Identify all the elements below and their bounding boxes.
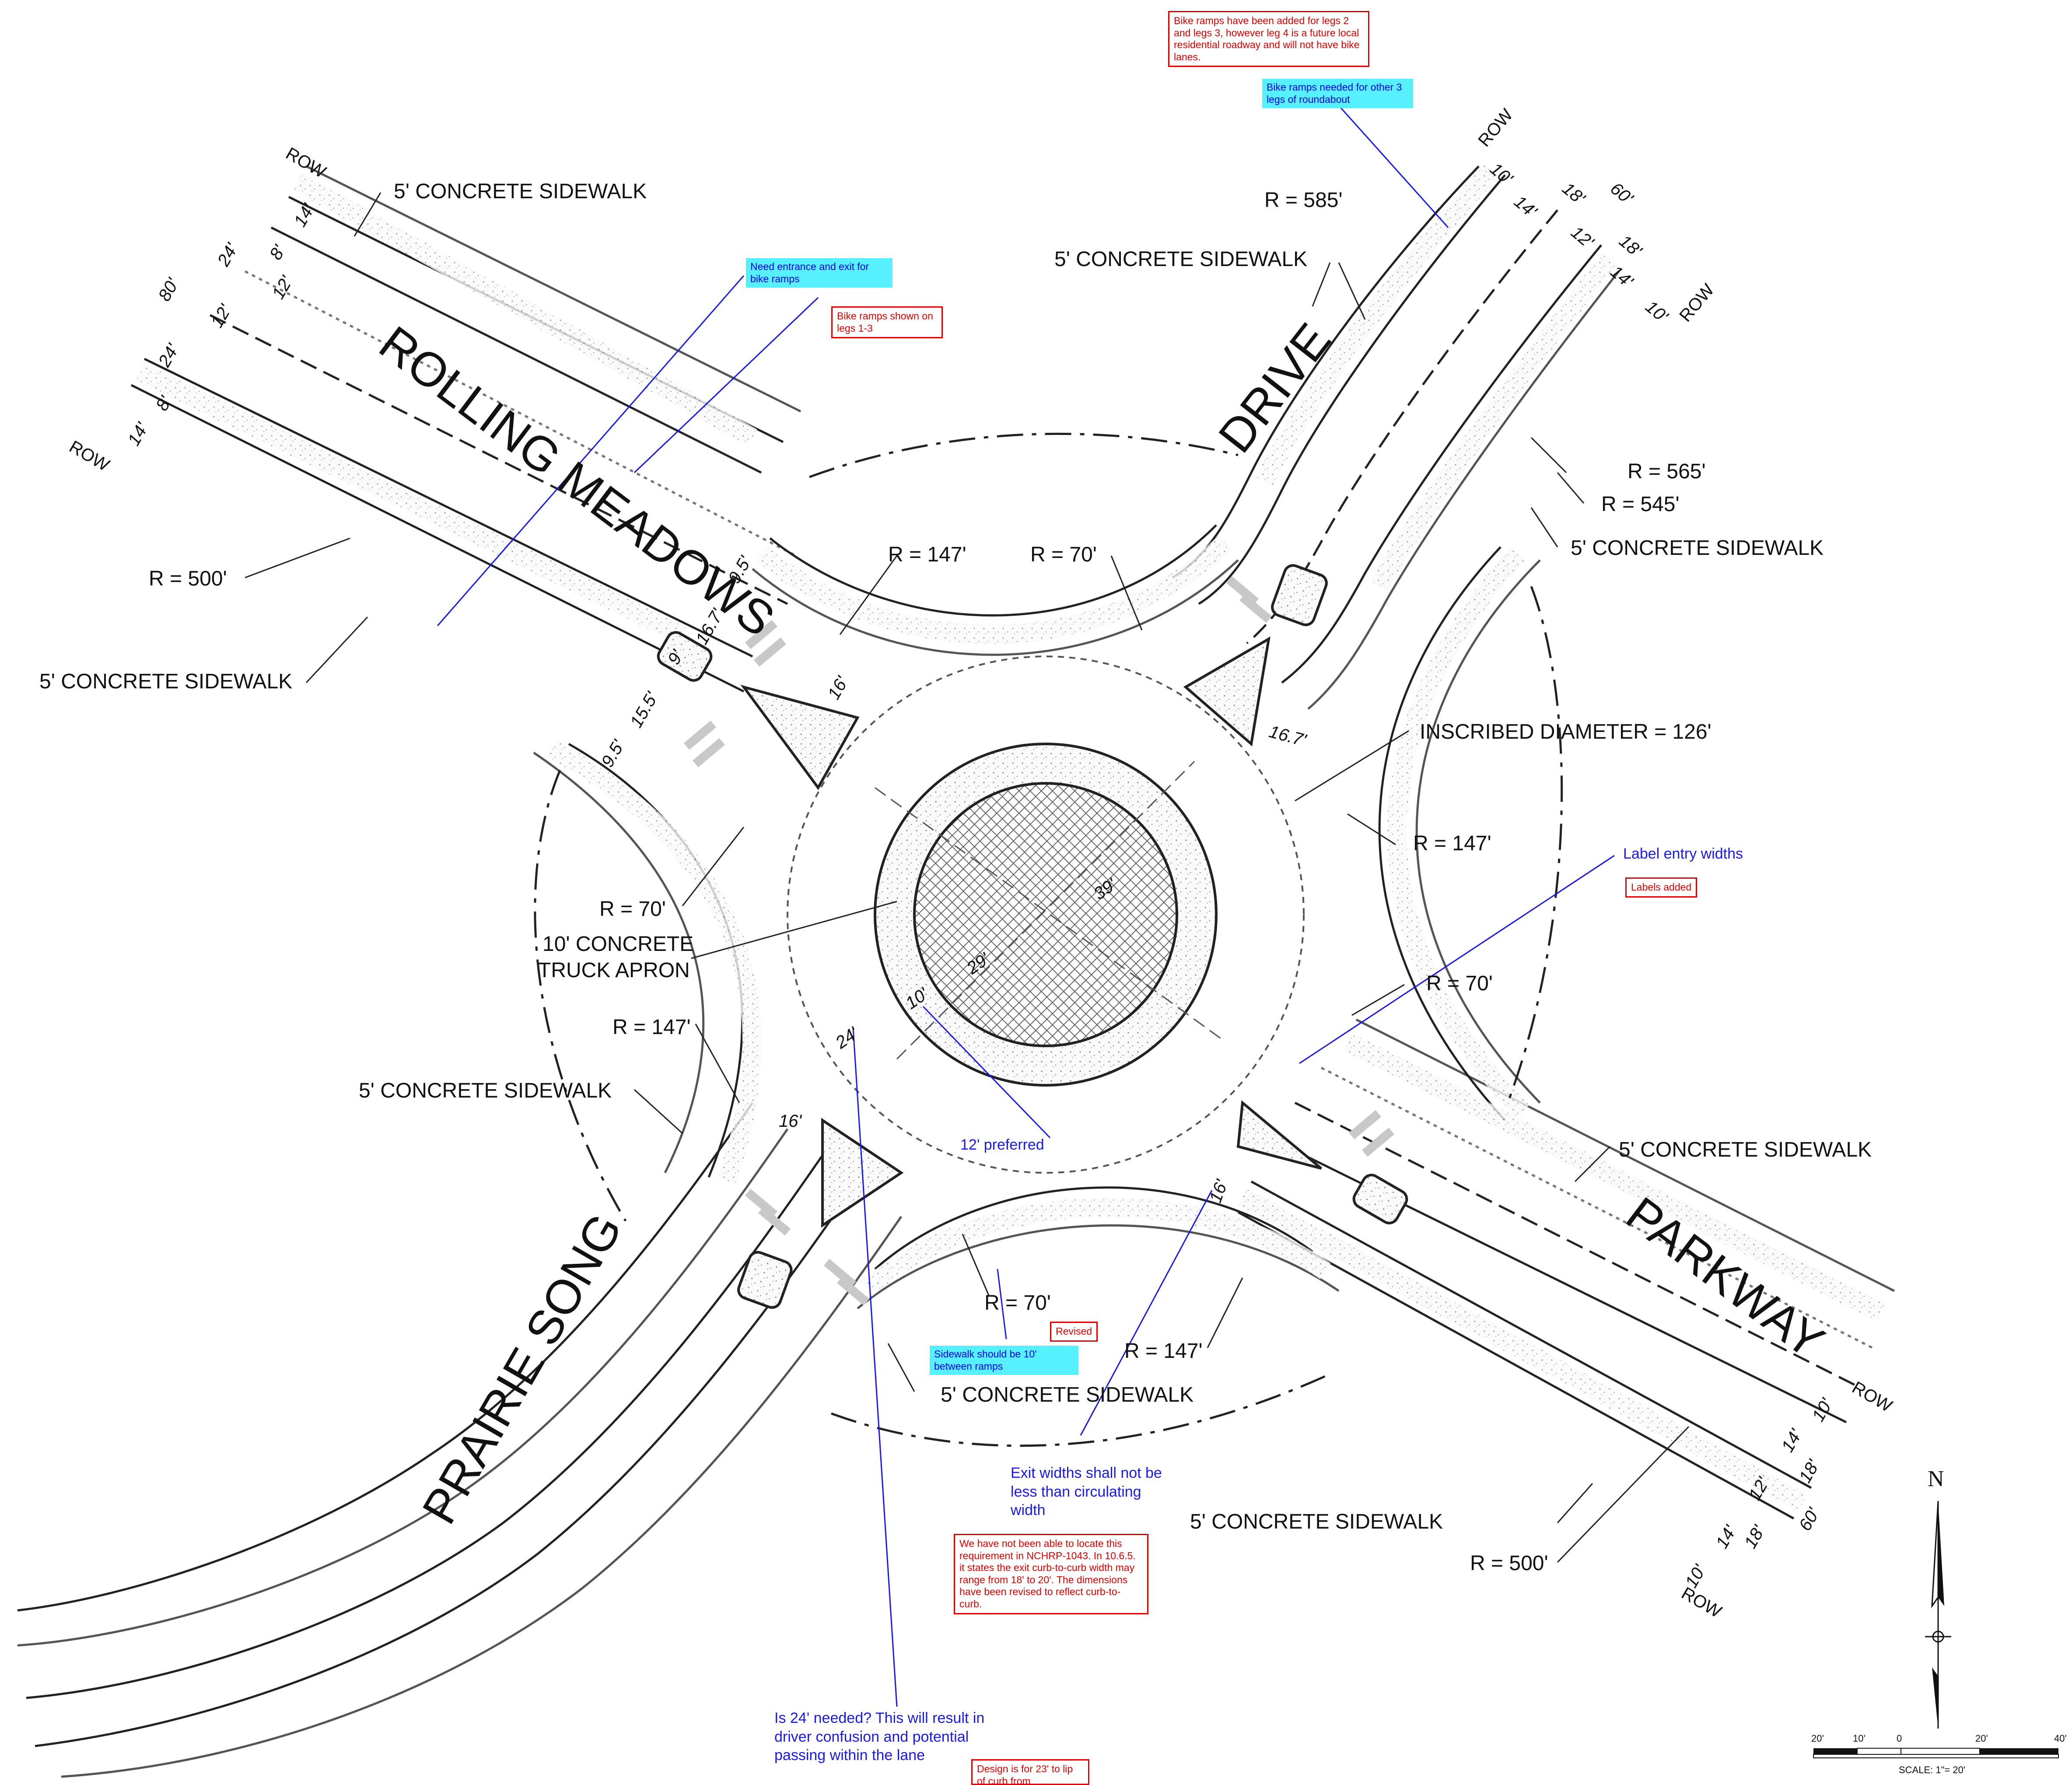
north-arrow: N — [1912, 1466, 1964, 1729]
scale-caption: SCALE: 1"= 20' — [1899, 1764, 1966, 1775]
comment-bike-ramps-needed[interactable]: Bike ramps needed for other 3 legs of ro… — [1262, 79, 1413, 109]
comment-twelve-preferred[interactable]: 12' preferred — [960, 1136, 1044, 1153]
scale-tick-20-left: 20' — [1811, 1733, 1824, 1744]
comment-exit-widths[interactable]: Exit widths shall not be less than circu… — [1011, 1465, 1162, 1518]
radius-label-r70-south: R = 70' — [984, 1291, 1051, 1315]
sidewalk-label-se: 5' CONCRETE SIDEWALK — [1619, 1138, 1872, 1161]
comment-bike-ramps-added[interactable]: Bike ramps have been added for legs 2 an… — [1168, 11, 1369, 67]
sidewalk-bands — [136, 164, 1886, 1512]
radius-label-r500-west: R = 500' — [149, 567, 227, 590]
radius-label-r500-east: R = 500' — [1470, 1552, 1548, 1575]
comment-is-24-needed[interactable]: Is 24' needed? This will result in drive… — [774, 1710, 985, 1764]
sidewalk-label-nw-top: 5' CONCRETE SIDEWALK — [394, 180, 647, 203]
radius-label-r147-north: R = 147' — [888, 543, 966, 566]
splitter-islands — [657, 564, 1408, 1309]
comment-sidewalk-10[interactable]: Sidewalk should be 10' between ramps — [930, 1346, 1078, 1375]
sidewalk-label-s: 5' CONCRETE SIDEWALK — [941, 1383, 1194, 1406]
sidewalk-label-w: 5' CONCRETE SIDEWALK — [359, 1079, 612, 1102]
comment-design-23[interactable]: Design is for 23' to lip of curb from — [971, 1759, 1089, 1785]
comment-label-entry-widths[interactable]: Label entry widths — [1623, 845, 1743, 862]
right-of-way-lines — [534, 432, 1563, 1447]
leader-lines — [245, 192, 1690, 1563]
markup-leaders — [437, 100, 1615, 1707]
radius-label-r147-west: R = 147' — [612, 1016, 691, 1039]
radius-label-r565: R = 565' — [1628, 460, 1706, 483]
scale-bar-graphic — [1813, 1748, 2059, 1758]
radius-label-r545: R = 545' — [1601, 493, 1680, 516]
sidewalk-label-nw-bottom: 5' CONCRETE SIDEWALK — [39, 670, 293, 693]
crosswalk-markings — [683, 576, 1395, 1306]
radius-label-r147-south: R = 147' — [1124, 1340, 1203, 1363]
scale-tick-20-right: 20' — [1975, 1733, 1988, 1744]
comment-labels-added[interactable]: Labels added — [1625, 877, 1698, 898]
north-arrow-icon — [1925, 1501, 1951, 1729]
radius-label-r585: R = 585' — [1264, 189, 1343, 212]
sidewalk-label-e: 5' CONCRETE SIDEWALK — [1571, 537, 1824, 560]
radius-label-r70-north: R = 70' — [1030, 543, 1097, 566]
apron-label-line1: 10' CONCRETE — [542, 933, 694, 956]
scale-tick-40: 40' — [2054, 1733, 2067, 1744]
comment-bike-ramps-shown[interactable]: Bike ramps shown on legs 1-3 — [831, 306, 943, 339]
dim-16-b: 16' — [779, 1112, 802, 1131]
comment-need-entrance[interactable]: Need entrance and exit for bike ramps — [746, 258, 892, 288]
sidewalk-label-ne: 5' CONCRETE SIDEWALK — [1054, 248, 1308, 271]
sidewalk-label-sse: 5' CONCRETE SIDEWALK — [1190, 1510, 1443, 1533]
scale-tick-10: 10' — [1853, 1733, 1866, 1744]
apron-label-line2: TRUCK APRON — [538, 959, 690, 982]
comment-revised[interactable]: Revised — [1050, 1322, 1098, 1342]
radius-label-r70-west: R = 70' — [599, 898, 666, 921]
north-letter: N — [1928, 1466, 1944, 1491]
central-island — [787, 656, 1305, 1174]
radius-label-r147-east: R = 147' — [1413, 832, 1491, 855]
inscribed-diameter-label: INSCRIBED DIAMETER = 126' — [1420, 720, 1712, 743]
scale-bar: 20' 10' 0 20' 40' SCALE: 1"= 20' — [1811, 1733, 2067, 1781]
scale-tick-0: 0 — [1897, 1733, 1902, 1744]
comment-nchrp-reply[interactable]: We have not been able to locate this req… — [954, 1534, 1148, 1614]
radius-label-r70-east: R = 70' — [1426, 972, 1493, 995]
